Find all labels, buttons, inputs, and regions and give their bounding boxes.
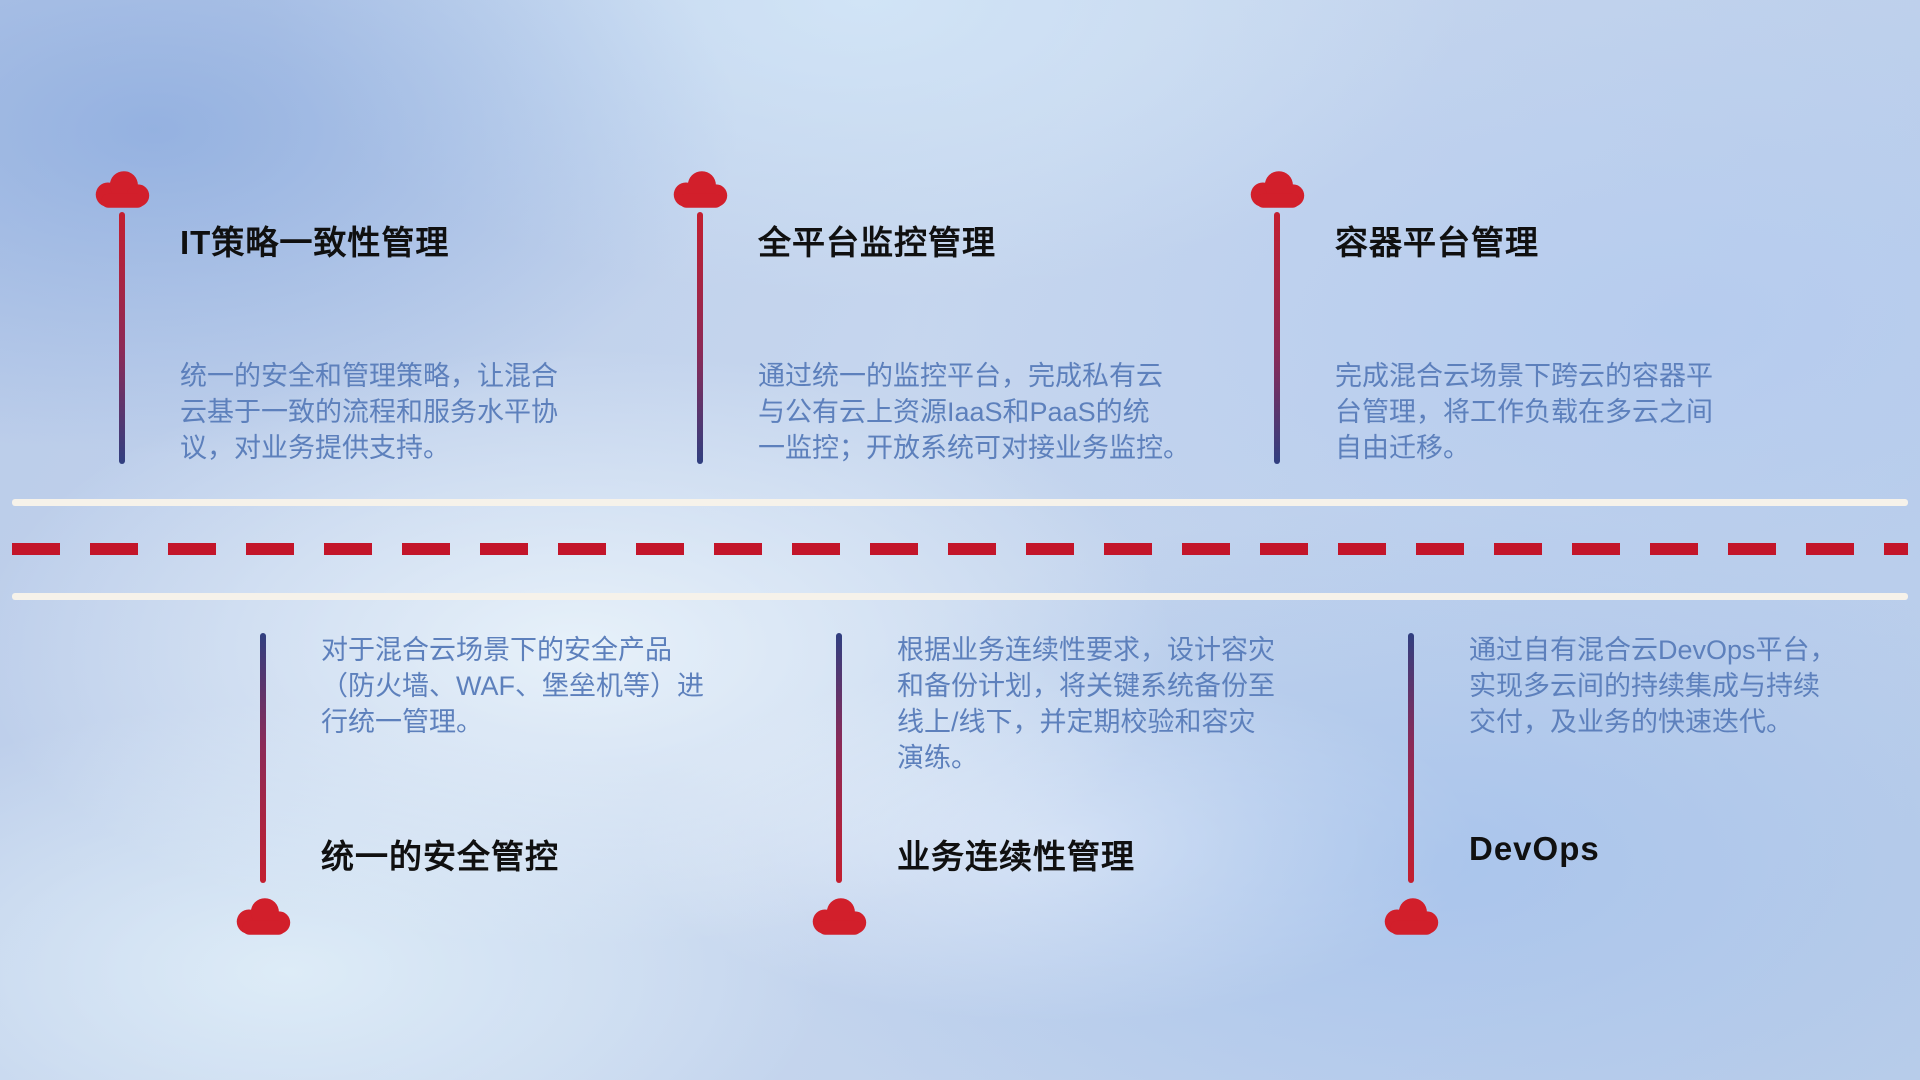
feature-title: IT策略一致性管理 [180,224,450,261]
feature-description: 统一的安全和管理策略，让混合 云基于一致的流程和服务水平协 议，对业务提供支持。 [180,361,558,463]
feature-item-container-platform: 容器平台管理 完成混合云场景下跨云的容器平 台管理，将工作负载在多云之间 自由迁… [1247,168,1847,498]
feature-description: 对于混合云场景下的安全产品 （防火墙、WAF、堡垒机等）进 行统一管理。 [321,635,704,737]
feature-description: 根据业务连续性要求，设计容灾 和备份计划，将关键系统备份至 线上/线下，并定期校… [897,635,1275,773]
cloud-icon [1384,898,1439,935]
feature-item-business-continuity: 根据业务连续性要求，设计容灾 和备份计划，将关键系统备份至 线上/线下，并定期校… [809,630,1409,970]
cloud-icon [236,898,291,935]
connector-line [697,212,703,464]
cloud-icon [673,171,728,208]
cloud-icon [95,171,150,208]
feature-description: 完成混合云场景下跨云的容器平 台管理，将工作负载在多云之间 自由迁移。 [1335,361,1713,463]
road-dashed-line [12,543,1908,555]
feature-item-devops: 通过自有混合云DevOps平台， 实现多云间的持续集成与持续 交付，及业务的快速… [1381,630,1920,970]
feature-item-it-policy: IT策略一致性管理 统一的安全和管理策略，让混合 云基于一致的流程和服务水平协 … [92,168,692,498]
connector-line [836,633,842,883]
feature-title: 统一的安全管控 [321,838,559,875]
connector-line [260,633,266,883]
cloud-icon [1250,171,1305,208]
road-line-top [12,499,1908,506]
connector-line [119,212,125,464]
cloud-icon [812,898,867,935]
connector-line [1408,633,1414,883]
feature-item-security-control: 对于混合云场景下的安全产品 （防火墙、WAF、堡垒机等）进 行统一管理。 统一的… [233,630,833,970]
feature-title: DevOps [1469,830,1600,867]
feature-description: 通过自有混合云DevOps平台， 实现多云间的持续集成与持续 交付，及业务的快速… [1469,635,1837,737]
feature-description: 通过统一的监控平台，完成私有云 与公有云上资源IaaS和PaaS的统 一监控；开… [758,361,1190,463]
feature-item-monitoring: 全平台监控管理 通过统一的监控平台，完成私有云 与公有云上资源IaaS和PaaS… [670,168,1270,498]
connector-line [1274,212,1280,464]
feature-title: 业务连续性管理 [897,838,1135,875]
road-line-bottom [12,593,1908,600]
feature-title: 容器平台管理 [1335,224,1539,261]
feature-title: 全平台监控管理 [758,224,996,261]
